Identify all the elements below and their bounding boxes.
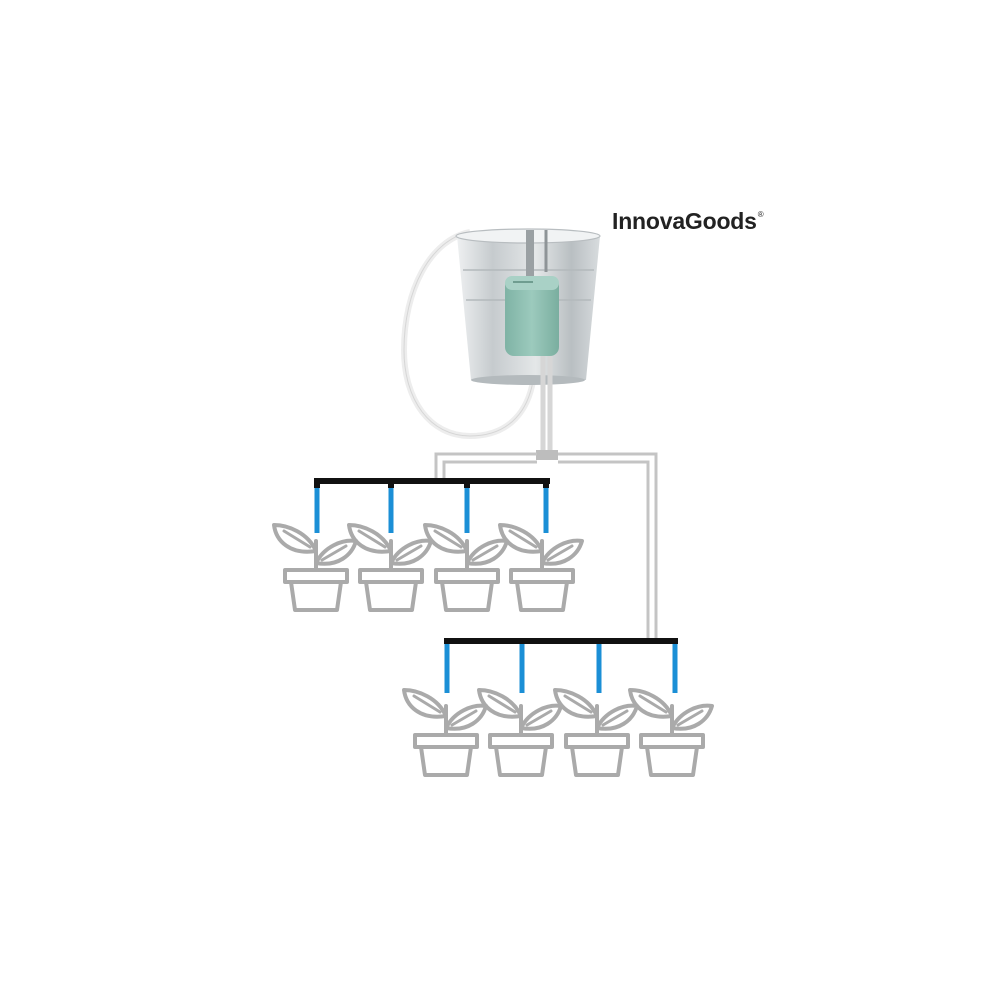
registered-mark: ® (757, 210, 764, 219)
distribution-bar-top (314, 478, 550, 484)
plant-pot-icon (423, 523, 509, 612)
pump-icon (505, 276, 559, 356)
plant-pot-icon (402, 688, 488, 777)
distribution-bar-bottom (444, 638, 678, 644)
supply-tube (540, 356, 553, 452)
plant-pot-icon (553, 688, 639, 777)
brand-logo: InnovaGoods® (612, 208, 764, 235)
plant-pot-icon (272, 523, 358, 612)
drip-lines-top (314, 484, 549, 533)
plant-pot-icon (347, 523, 433, 612)
plant-row-top (272, 523, 584, 612)
tube-connector (536, 450, 558, 460)
plant-pot-icon (477, 688, 563, 777)
drip-lines-bottom (444, 644, 678, 693)
brand-name: InnovaGoods (612, 208, 757, 234)
distribution-tubing (434, 452, 658, 640)
plant-pot-icon (498, 523, 584, 612)
plant-pot-icon (628, 688, 714, 777)
plant-row-bottom (402, 688, 714, 777)
